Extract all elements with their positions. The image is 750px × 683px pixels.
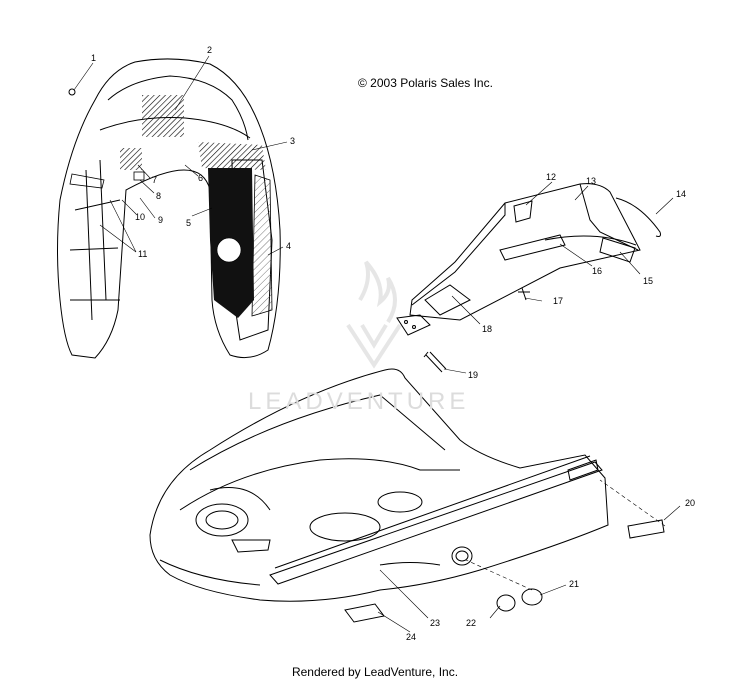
- callout-6: 6: [198, 173, 203, 183]
- copyright-text: © 2003 Polaris Sales Inc.: [358, 76, 493, 90]
- part-22: [496, 594, 516, 612]
- watermark-logo: [346, 260, 402, 369]
- callout-16: 16: [592, 266, 602, 276]
- part-20: [627, 519, 665, 539]
- callout-4: 4: [286, 241, 291, 251]
- callout-9: 9: [158, 215, 163, 225]
- callout-14: 14: [676, 189, 686, 199]
- footer-credit: Rendered by LeadVenture, Inc.: [291, 665, 459, 679]
- decal-2: [142, 95, 184, 137]
- part-24: [344, 603, 385, 623]
- leader-lines-iso: [377, 479, 681, 633]
- callout-11: 11: [138, 249, 147, 259]
- callout-10: 10: [135, 212, 145, 222]
- callout-3: 3: [290, 136, 295, 146]
- tunnel-assembly: [396, 183, 661, 373]
- leader-lines-hood: [73, 55, 288, 256]
- callout-24: 24: [406, 632, 416, 642]
- callout-labels: 1 2 3 4 5 6 7 8 9 10 11 12 13 14 15 16 1…: [91, 45, 695, 642]
- watermark-text: LEADVENTURE: [248, 388, 470, 415]
- part-21: [521, 588, 543, 606]
- leader-lines-tunnel: [443, 181, 674, 374]
- part-1-fastener: [68, 88, 76, 96]
- callout-20: 20: [685, 498, 695, 508]
- callout-21: 21: [569, 579, 579, 589]
- callout-8: 8: [156, 191, 161, 201]
- callout-2: 2: [207, 45, 212, 55]
- callout-1: 1: [91, 53, 96, 63]
- callout-23: 23: [430, 618, 440, 628]
- callout-22: 22: [466, 618, 476, 628]
- callout-19: 19: [468, 370, 478, 380]
- callout-13: 13: [586, 176, 596, 186]
- callout-15: 15: [643, 276, 653, 286]
- callout-18: 18: [482, 324, 492, 334]
- decal-7: [120, 148, 142, 170]
- callout-12: 12: [546, 172, 556, 182]
- decal-4: [251, 174, 273, 317]
- hood-iso-view: [149, 368, 609, 602]
- decal-3: [198, 142, 266, 170]
- callout-17: 17: [553, 296, 563, 306]
- callout-5: 5: [186, 218, 191, 228]
- callout-7: 7: [152, 175, 157, 185]
